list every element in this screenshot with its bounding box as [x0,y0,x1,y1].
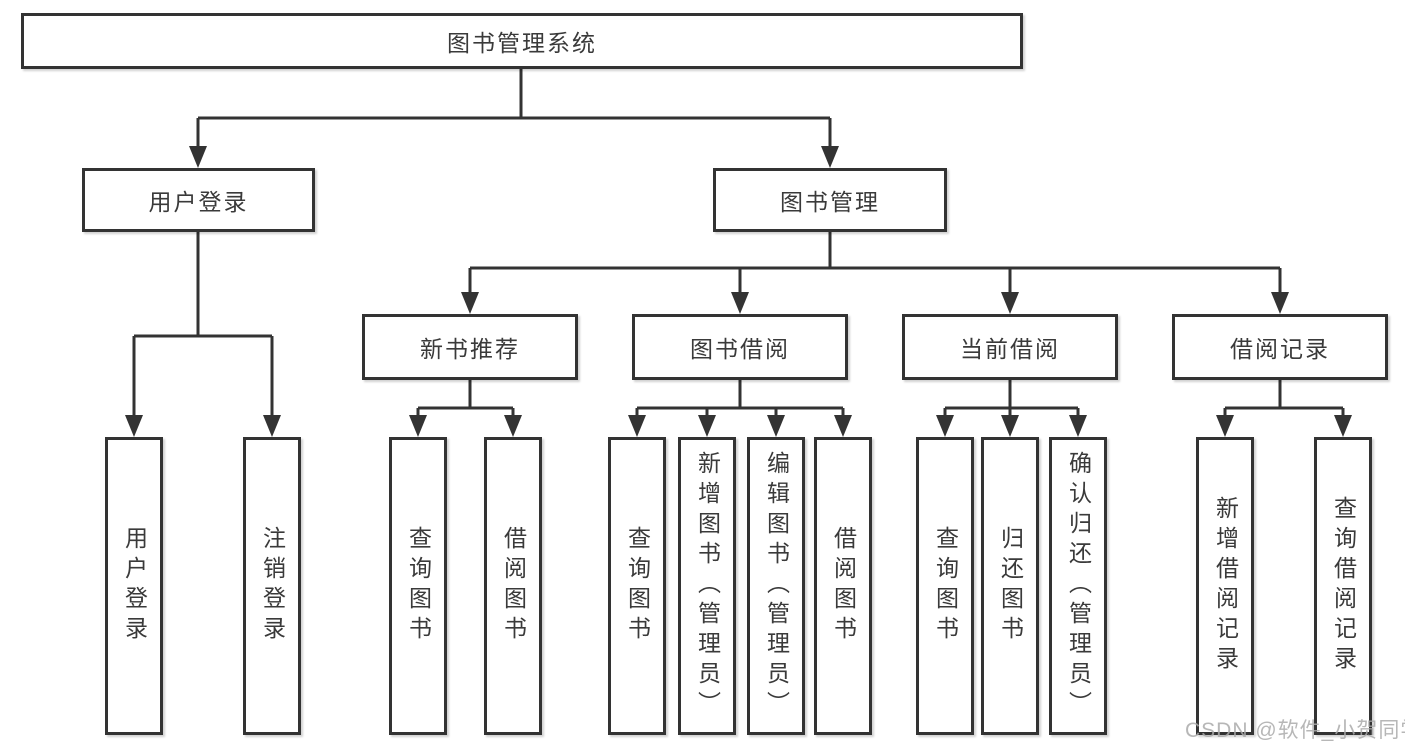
arrow-down-icon [504,415,522,437]
leaf-cb-confirm-return-admin: 确认归还（管理员） [1049,437,1107,735]
leaf-br-add-record: 新增借阅记录 [1196,437,1254,735]
leaf-label: 确认归还（管理员） [1065,451,1092,721]
node-label: 新书推荐 [420,336,520,362]
arrow-down-icon [731,292,749,314]
watermark: CSDN @软件_小贺同学 [1185,719,1405,742]
leaf-label: 借阅图书 [500,526,527,646]
leaf-user-login: 用户登录 [105,437,163,735]
node-book-borrow: 图书借阅 [632,314,848,380]
arrow-down-icon [263,415,281,437]
leaf-label: 注销登录 [259,526,286,646]
node-borrow-records: 借阅记录 [1172,314,1388,380]
leaf-label: 查询图书 [624,526,651,646]
arrow-down-icon [409,415,427,437]
arrow-down-icon [821,146,839,168]
leaf-cb-query-books: 查询图书 [916,437,974,735]
leaf-label: 借阅图书 [830,526,857,646]
connector-borrowrecords-to-leaves [1223,380,1345,418]
leaf-bb-add-books-admin: 新增图书（管理员） [678,437,736,735]
node-new-book-recommend: 新书推荐 [362,314,578,380]
leaf-bb-edit-books-admin: 编辑图书（管理员） [747,437,805,735]
arrow-down-icon [1334,415,1352,437]
leaf-label: 编辑图书（管理员） [763,451,790,721]
leaf-label: 查询图书 [932,526,959,646]
arrow-down-icon [698,415,716,437]
leaf-label: 查询图书 [405,526,432,646]
arrow-down-icon [767,415,785,437]
arrow-down-icon [461,292,479,314]
leaf-bb-borrow-books: 借阅图书 [814,437,872,735]
connector-userlogin-to-leaves [132,232,274,418]
node-label: 图书管理系统 [447,30,597,56]
leaf-rec-borrow-books: 借阅图书 [484,437,542,735]
leaf-br-query-record: 查询借阅记录 [1314,437,1372,735]
leaf-label: 用户登录 [121,526,148,646]
arrow-down-icon [1001,292,1019,314]
leaf-rec-query-books: 查询图书 [389,437,447,735]
node-label: 图书管理 [780,189,880,215]
arrow-down-icon [1001,415,1019,437]
arrow-down-icon [936,415,954,437]
arrow-down-icon [1271,292,1289,314]
node-book-management: 图书管理 [713,168,947,232]
arrow-down-icon [1216,415,1234,437]
node-label: 借阅记录 [1230,336,1330,362]
node-label: 图书借阅 [690,336,790,362]
connector-newbookrec-to-leaves [416,380,515,418]
arrow-down-icon [628,415,646,437]
node-library-management-system: 图书管理系统 [21,13,1023,69]
node-label: 用户登录 [148,189,249,215]
arrow-down-icon [125,415,143,437]
node-user-login: 用户登录 [82,168,315,232]
connector-bookborrow-to-leaves [635,380,845,418]
connector-bookmgmt-to-level3 [468,232,1282,294]
connector-root-to-level2 [196,69,832,150]
connector-currentborrow-to-leaves [943,380,1080,418]
leaf-label: 归还图书 [997,526,1024,646]
node-label: 当前借阅 [960,336,1060,362]
leaf-bb-query-books: 查询图书 [608,437,666,735]
leaf-label: 新增图书（管理员） [694,451,721,721]
node-current-borrow: 当前借阅 [902,314,1118,380]
leaf-label: 新增借阅记录 [1212,496,1239,676]
arrow-down-icon [834,415,852,437]
arrow-down-icon [1069,415,1087,437]
leaf-logout: 注销登录 [243,437,301,735]
leaf-label: 查询借阅记录 [1330,496,1357,676]
leaf-cb-return-books: 归还图书 [981,437,1039,735]
arrow-down-icon [189,146,207,168]
